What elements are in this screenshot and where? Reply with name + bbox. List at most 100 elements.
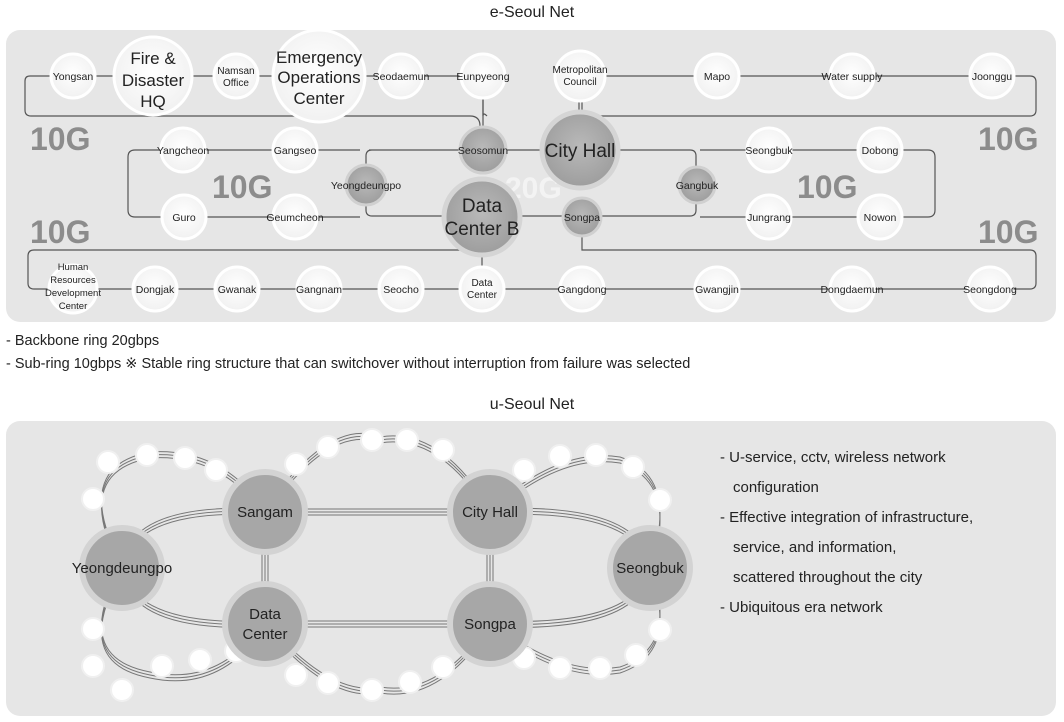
node-namsan-office: Namsan Office [212, 52, 260, 100]
small-node [584, 443, 608, 467]
small-node [548, 656, 572, 680]
svg-text:Gangdong: Gangdong [557, 284, 606, 296]
svg-text:Yangcheon: Yangcheon [157, 145, 210, 157]
right-sub-ring [700, 149, 936, 218]
ring-link [121, 567, 651, 626]
node-joonggu: Joonggu [968, 52, 1016, 100]
svg-text:Joonggu: Joonggu [972, 71, 1012, 83]
small-node [188, 648, 212, 672]
left-sub-ring [127, 149, 360, 218]
node-seocho: Seocho [377, 265, 425, 313]
svg-text:City Hall: City Hall [462, 504, 518, 521]
svg-text:Dongdaemun: Dongdaemun [820, 284, 883, 296]
svg-text:Mapo: Mapo [704, 71, 730, 83]
small-node [173, 446, 197, 470]
svg-text:Center: Center [293, 89, 344, 108]
node-seongbuk: Seongbuk [745, 126, 793, 174]
svg-text:Guro: Guro [172, 212, 196, 224]
node-fire-disaster-hq: Fire & Disaster HQ [112, 35, 194, 117]
small-node [150, 654, 174, 678]
svg-text:Yongsan: Yongsan [53, 71, 94, 83]
svg-text:Seocho: Seocho [383, 284, 419, 296]
svg-text:Songpa: Songpa [564, 212, 600, 224]
svg-text:Center B: Center B [445, 219, 520, 240]
small-node [621, 455, 645, 479]
svg-text:Metropolitan: Metropolitan [552, 65, 607, 76]
note-line: - Effective integration of infrastructur… [720, 509, 974, 526]
svg-text:Seongbuk: Seongbuk [616, 560, 684, 577]
note-line: scattered throughout the city [733, 569, 923, 586]
small-node [624, 643, 648, 667]
node-dongdaemun: Dongdaemun [820, 265, 884, 313]
svg-text:Data: Data [471, 278, 493, 289]
node-yeongdeungpo: Yeongdeungpo [331, 163, 401, 207]
ring-link [489, 461, 661, 572]
note-line: service, and information, [733, 539, 897, 556]
speed-label-10g: 10G [212, 169, 272, 205]
svg-text:Water supply: Water supply [822, 71, 884, 83]
small-node [204, 458, 228, 482]
u-seoul-title: u-Seoul Net [489, 396, 575, 413]
ring-link [121, 564, 651, 623]
svg-text:Gangseo: Gangseo [274, 145, 317, 157]
small-node [398, 670, 422, 694]
small-node [81, 487, 105, 511]
ring-link [121, 510, 651, 569]
svg-text:Gangnam: Gangnam [296, 284, 342, 296]
small-node [110, 678, 134, 702]
svg-text:Center: Center [467, 290, 498, 301]
node-dobong: Dobong [856, 126, 904, 174]
hub-city-hall: City Hall [447, 469, 533, 555]
svg-text:Gwanak: Gwanak [218, 284, 257, 296]
svg-text:Emergency: Emergency [276, 48, 362, 67]
small-node [316, 671, 340, 695]
svg-text:Sangam: Sangam [237, 504, 293, 521]
small-node [96, 450, 120, 474]
node-metropolitan-council: Metropolitan Council [552, 49, 608, 103]
svg-text:Data: Data [249, 606, 281, 623]
node-gangdong: Gangdong [557, 265, 607, 313]
note-line: configuration [733, 479, 819, 496]
node-data-center-b: Data Center B [441, 176, 523, 258]
small-node [548, 444, 572, 468]
svg-text:Seosomun: Seosomun [458, 145, 508, 157]
note-line: - Ubiquitous era network [720, 599, 883, 616]
svg-text:Nowon: Nowon [864, 212, 897, 224]
node-yongsan: Yongsan [49, 52, 97, 100]
speed-label-10g: 10G [30, 214, 90, 250]
svg-text:City Hall: City Hall [545, 141, 616, 162]
svg-text:Operations: Operations [277, 68, 360, 87]
e-seoul-title: e-Seoul Net [489, 4, 575, 21]
node-gangseo: Gangseo [271, 126, 319, 174]
caption-subring: - Sub-ring 10gbps ※ Stable ring structur… [6, 356, 691, 372]
svg-text:Fire &: Fire & [130, 49, 176, 68]
node-hr-development-center: Human Resources Development Center [45, 262, 101, 315]
small-node [588, 656, 612, 680]
hub-sangam: Sangam [222, 469, 308, 555]
node-jungrang: Jungrang [745, 193, 793, 241]
node-geumcheon: Geumcheon [266, 193, 324, 241]
node-nowon: Nowon [856, 193, 904, 241]
node-gwanak: Gwanak [213, 265, 261, 313]
speed-label-10g: 10G [978, 121, 1038, 157]
svg-text:Yeongdeungpo: Yeongdeungpo [331, 180, 401, 192]
small-node [284, 663, 308, 687]
node-emergency-operations-center: Emergency Operations Center [271, 28, 367, 124]
small-node [360, 428, 384, 452]
svg-text:Center: Center [59, 301, 88, 312]
svg-text:Jungrang: Jungrang [747, 212, 791, 224]
backbone-ring [365, 149, 697, 217]
svg-text:Disaster: Disaster [122, 71, 185, 90]
svg-text:Data: Data [462, 196, 503, 217]
hub-seongbuk: Seongbuk [607, 525, 693, 611]
svg-text:Songpa: Songpa [464, 616, 516, 633]
svg-text:Dobong: Dobong [862, 145, 899, 157]
speed-label-10g: 10G [30, 121, 90, 157]
speed-label-10g: 10G [978, 214, 1038, 250]
u-seoul-notes: - U-service, cctv, wireless network conf… [720, 443, 1050, 623]
node-mapo: Mapo [693, 52, 741, 100]
svg-text:HQ: HQ [140, 92, 166, 111]
small-node [135, 443, 159, 467]
svg-text:Gangbuk: Gangbuk [676, 180, 719, 192]
